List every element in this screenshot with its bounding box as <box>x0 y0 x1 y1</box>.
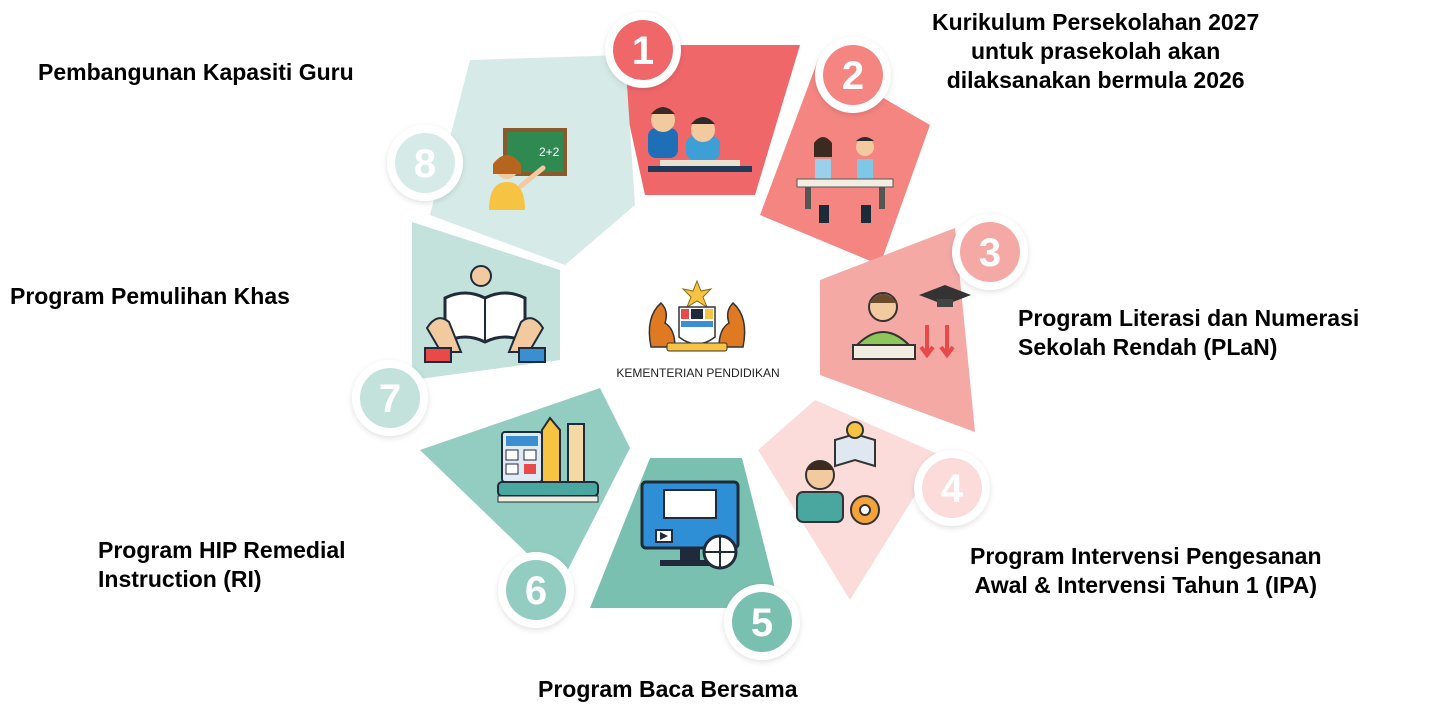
hands-reading-book-icon <box>424 265 546 363</box>
label-segment-6-line-2: Instruction (RI) <box>98 566 262 592</box>
label-segment-2-line-3: dilaksanakan bermula 2026 <box>946 67 1245 93</box>
number-badge-3: 3 <box>952 214 1028 290</box>
number-badge-5: 5 <box>724 584 800 660</box>
number-badge-text: 7 <box>379 377 401 421</box>
org-name: KEMENTERIAN PENDIDIKAN <box>616 366 780 380</box>
segment-3 <box>820 228 975 432</box>
label-segment-3-line-1: Program Literasi dan Numerasi <box>1018 305 1360 331</box>
number-badge-text: 5 <box>751 601 773 645</box>
number-badge-text: 3 <box>979 231 1001 275</box>
number-badge-text: 6 <box>525 569 547 613</box>
number-badge-fill <box>613 20 673 80</box>
student-reading-graduation-icon <box>852 285 971 360</box>
number-badge-fill <box>395 133 455 193</box>
kementerian-logo <box>637 277 757 359</box>
number-badge-4: 4 <box>914 450 990 526</box>
label-segment-6-line-1: Program HIP Remedial <box>98 537 346 563</box>
label-segment-3: Program Literasi dan Numerasi Sekolah Re… <box>1018 304 1359 362</box>
svg-text:2+2: 2+2 <box>539 145 560 159</box>
label-segment-4-line-2: Awal & Intervensi Tahun 1 (IPA) <box>974 572 1318 598</box>
number-badge-6: 6 <box>498 552 574 628</box>
label-segment-6: Program HIP Remedial Instruction (RI) <box>98 536 346 594</box>
teacher-student-icon <box>648 107 752 172</box>
number-badge-fill <box>360 368 420 428</box>
segment-2 <box>760 60 930 265</box>
teacher-blackboard-icon: 2+2 <box>489 128 567 210</box>
label-segment-4-line-1: Program Intervensi Pengesanan <box>970 543 1322 569</box>
number-badge-text: 2 <box>842 54 864 98</box>
label-segment-4: Program Intervensi Pengesanan Awal & Int… <box>970 542 1322 600</box>
label-segment-5-line-1: Program Baca Bersama <box>538 676 798 702</box>
calculator-books-pencil-icon <box>497 416 599 503</box>
label-segment-7-line-1: Program Pemulihan Khas <box>10 283 290 309</box>
e-learning-computer-icon <box>640 480 740 570</box>
number-badge-fill <box>922 458 982 518</box>
label-segment-2-line-2: untuk prasekolah akan <box>971 38 1221 64</box>
label-segment-7: Program Pemulihan Khas <box>10 282 290 311</box>
number-badge-text: 8 <box>414 142 436 186</box>
label-segment-2: Kurikulum Persekolahan 2027 untuk prasek… <box>932 8 1259 95</box>
students-at-desk-icon <box>796 137 894 223</box>
label-segment-8: Pembangunan Kapasiti Guru <box>38 58 354 87</box>
number-badge-8: 8 <box>387 125 463 201</box>
number-badge-1: 1 <box>605 12 681 88</box>
number-badge-text: 4 <box>941 467 964 511</box>
number-badge-fill <box>960 222 1020 282</box>
label-segment-8-line-1: Pembangunan Kapasiti Guru <box>38 59 354 85</box>
number-badge-2: 2 <box>815 37 891 113</box>
number-badge-fill <box>823 45 883 105</box>
number-badge-fill <box>732 592 792 652</box>
number-badge-text: 1 <box>632 29 654 73</box>
label-segment-3-line-2: Sekolah Rendah (PLaN) <box>1018 334 1278 360</box>
label-segment-5: Program Baca Bersama <box>538 675 798 704</box>
label-segment-2-line-1: Kurikulum Persekolahan 2027 <box>932 9 1260 35</box>
teacher-ideas-gear-icon <box>796 421 880 525</box>
segment-4 <box>758 400 940 600</box>
number-badge-7: 7 <box>352 360 428 436</box>
number-badge-fill <box>506 560 566 620</box>
